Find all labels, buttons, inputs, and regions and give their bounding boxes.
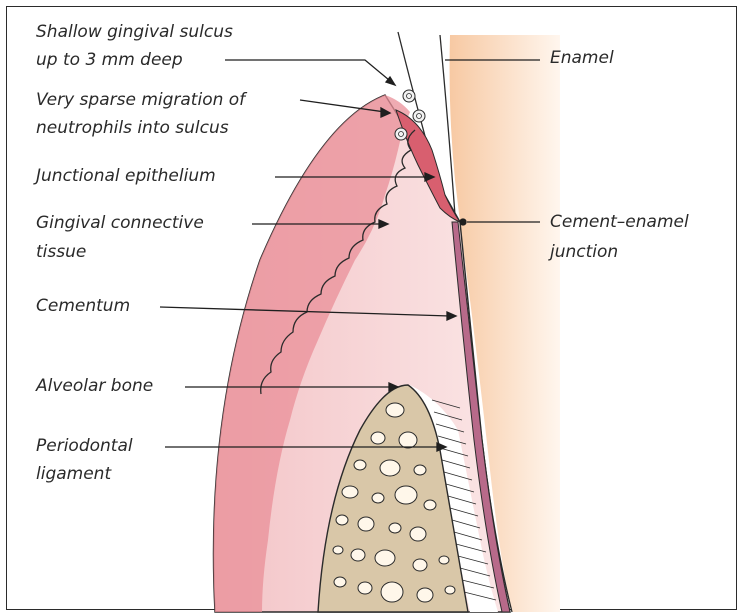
- label-pdl-1: Periodontal: [36, 434, 133, 458]
- label-cementum: Cementum: [36, 294, 130, 318]
- label-sulcus-1: Shallow gingival sulcus: [36, 20, 233, 44]
- label-pdl-2: ligament: [36, 462, 111, 486]
- label-alveolar: Alveolar bone: [36, 374, 153, 398]
- label-connective-1: Gingival connective: [36, 211, 204, 235]
- label-junctional: Junctional epithelium: [36, 164, 216, 188]
- label-neutrophil-1: Very sparse migration of: [36, 88, 245, 112]
- label-connective-2: tissue: [36, 240, 86, 264]
- label-cej-2: junction: [550, 240, 618, 264]
- label-cej-1: Cement–enamel: [550, 210, 689, 234]
- label-neutrophil-2: neutrophils into sulcus: [36, 116, 229, 140]
- label-sulcus-2: up to 3 mm deep: [36, 48, 183, 72]
- label-enamel: Enamel: [550, 46, 614, 70]
